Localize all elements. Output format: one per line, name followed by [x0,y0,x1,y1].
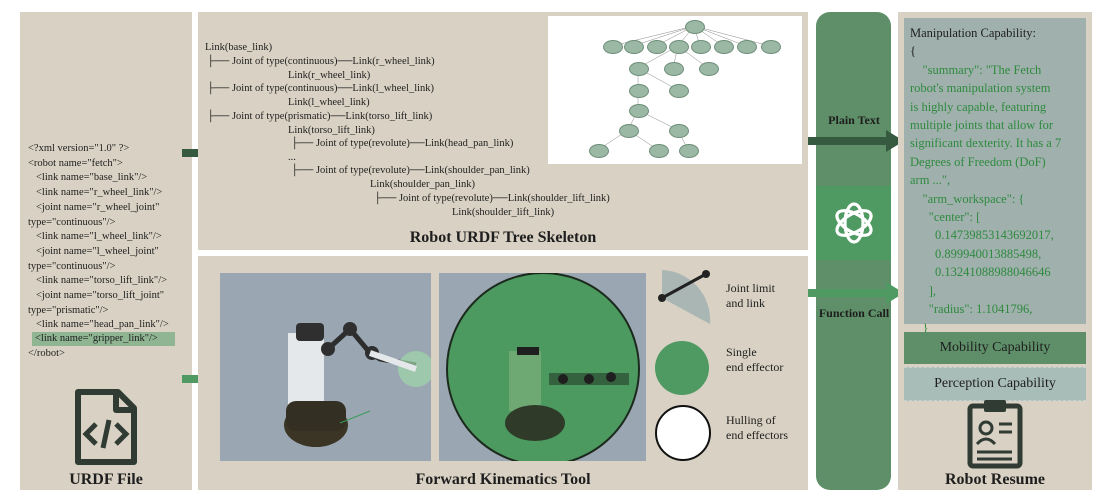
tree-line: Link(l_wheel_link) [288,97,370,108]
json-line: } [910,320,929,335]
urdf-closing-line: </robot> [28,348,65,359]
tree-node [629,84,649,98]
fk-caption: Forward Kinematics Tool [415,471,591,488]
tree-node [691,40,711,54]
json-line: ], [910,283,937,298]
robot-resume-caption: Robot Resume [945,471,1045,488]
openai-logo-icon [835,202,873,244]
tree-node [714,40,734,54]
plain-text-label: Plain Text [828,113,880,127]
urdf-code-block: <?xml version="1.0" ?> <robot name="fetc… [28,142,169,333]
tree-node [589,144,609,158]
json-line: robot's manipulation system [910,81,1051,96]
tree-node [699,62,719,76]
json-line: "summary": "The Fetch [910,62,1042,77]
legend-single-end-effector-label: Single end effector [726,345,784,374]
urdf-line: <joint name="torso_lift_joint" [36,290,165,302]
resume-clipboard-icon [967,400,1023,469]
tree-line: ├── Joint of type(revolute)──Link(should… [291,165,530,176]
legend-joint-limit-label: Joint limit and link [726,281,776,310]
urdf-line: <robot name="fetch"> [28,157,123,169]
tree-node [737,40,757,54]
json-line: 0.14739853143692017, [910,228,1054,243]
urdf-line: <link name="base_link"/> [36,172,148,184]
tree-line: ├── Joint of type(continuous)──Link(r_wh… [207,56,435,67]
function-call-arrow [808,282,904,304]
urdf-line: <link name="l_wheel_link"/> [36,231,162,243]
tree-node [685,20,705,34]
resume-json-box [904,18,1086,324]
tree-node [649,144,669,158]
end-effector-hull-graphic [446,273,640,461]
resume-json-text: Manipulation Capability: { "summary": "T… [910,24,1061,337]
json-line: is highly capable, featuring [910,99,1047,114]
urdf-line: type="continuous"/> [28,260,116,272]
json-line: 0.899940013885498, [910,246,1042,261]
tree-node [629,104,649,118]
tree-line: ... [288,152,296,163]
tree-graph-image [548,16,802,164]
tree-line: ├── Joint of type(revolute)──Link(head_p… [291,138,514,149]
urdf-line: <link name="torso_lift_link"/> [36,275,168,287]
plain-text-arrow [808,130,904,152]
json-line: arm ...", [910,173,951,188]
code-file-icon [75,389,137,465]
robot-arm-render [220,273,431,461]
json-line: multiple joints that allow for [910,118,1054,133]
json-line: "center": [ [910,210,981,225]
tree-line: Link(base_link) [205,42,273,53]
urdf-highlight-line: <link name="gripper_link"/> [32,332,175,346]
hull-end-effectors-icon [655,405,711,461]
perception-capability-bar: Perception Capability [904,367,1086,401]
openai-logo-tile [816,186,891,260]
json-line: { [910,44,916,59]
urdf-line: <joint name="l_wheel_joint" [36,245,159,257]
tree-node [669,40,689,54]
urdf-line: type="prismatic"/> [28,304,109,316]
json-line: "arm_workspace": { [910,191,1025,206]
tree-node [664,62,684,76]
json-line: significant dexterity. It has a 7 [910,136,1062,151]
tree-line: ├── Joint of type(continuous)──Link(l_wh… [207,83,435,94]
tree-node [761,40,781,54]
json-line: Degrees of Freedom (DoF) [910,154,1046,169]
json-line: "radius": 1.1041796, [910,302,1033,317]
tree-node [629,62,649,76]
tree-node [624,40,644,54]
urdf-line: <link name="head_pan_link"/> [36,319,169,331]
tree-node [619,124,639,138]
urdf-line: <link name="r_wheel_link"/> [36,187,163,199]
mobility-capability-bar: Mobility Capability [904,332,1086,364]
tree-line: Link(shoulder_lift_link) [452,207,555,218]
tree-line: Link(shoulder_pan_link) [370,179,475,190]
urdf-line: type="continuous"/> [28,216,116,228]
tree-node [669,84,689,98]
legend-hull-label: Hulling of end effectors [726,413,789,442]
json-line: 0.13241088988046646 [910,265,1051,280]
json-line: Manipulation Capability: [910,26,1037,40]
urdf-line: <?xml version="1.0" ?> [28,143,130,154]
tree-node [603,40,623,54]
tree-line: Link(r_wheel_link) [288,70,371,81]
tree-line: Link(torso_lift_link) [288,125,375,136]
tree-line: ├── Joint of type(prismatic)──Link(torso… [207,111,433,122]
tree-node [669,124,689,138]
tree-node [679,144,699,158]
joint-limit-icon [658,270,711,324]
urdf-line: <joint name="r_wheel_joint" [36,201,160,213]
end-effector-hull-render [439,273,646,461]
single-end-effector-icon [655,341,709,395]
tree-line: ├── Joint of type(revolute)──Link(should… [374,193,610,204]
tree-node [647,40,667,54]
urdf-file-caption: URDF File [69,471,143,488]
tree-caption: Robot URDF Tree Skeleton [409,229,597,246]
function-call-label: Function Call [818,306,890,320]
robot-arm-render-graphic [284,322,431,447]
urdf-file-panel [20,12,192,490]
